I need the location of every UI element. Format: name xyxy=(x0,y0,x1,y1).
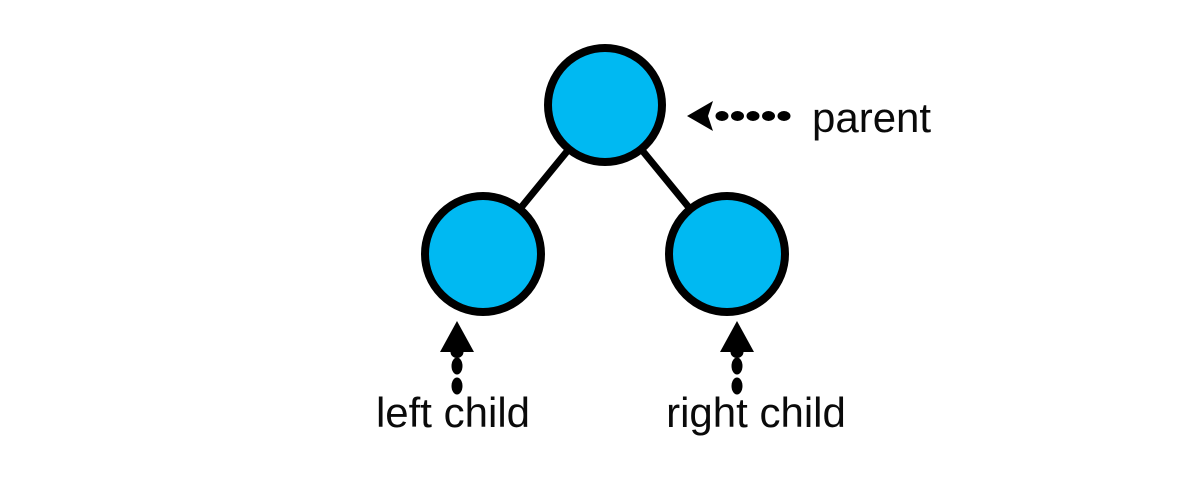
parent-arrowhead xyxy=(687,101,713,131)
parent-label: parent xyxy=(812,94,931,141)
arrow-dot xyxy=(451,357,463,375)
parent-node xyxy=(544,44,666,166)
arrow-dot xyxy=(731,111,744,121)
arrow-dot xyxy=(762,111,775,121)
left-child-arrowhead xyxy=(440,321,474,352)
right-child-label: right child xyxy=(666,389,846,436)
arrow-dot xyxy=(451,377,463,395)
right-child-node xyxy=(665,192,789,316)
arrow-stub xyxy=(450,346,464,358)
arrow-dot xyxy=(746,111,760,121)
arrow-dot xyxy=(731,357,743,375)
parent-arrow-icon xyxy=(687,101,791,131)
arrow-dot xyxy=(715,111,729,121)
arrow-dot xyxy=(777,111,791,121)
left-child-label: left child xyxy=(376,389,530,436)
right-child-arrow-icon xyxy=(720,321,754,395)
left-child-arrow-icon xyxy=(440,321,474,395)
right-child-arrowhead xyxy=(720,321,754,352)
arrow-stub xyxy=(730,346,744,358)
arrow-dot xyxy=(731,377,743,395)
left-child-node xyxy=(421,192,545,316)
